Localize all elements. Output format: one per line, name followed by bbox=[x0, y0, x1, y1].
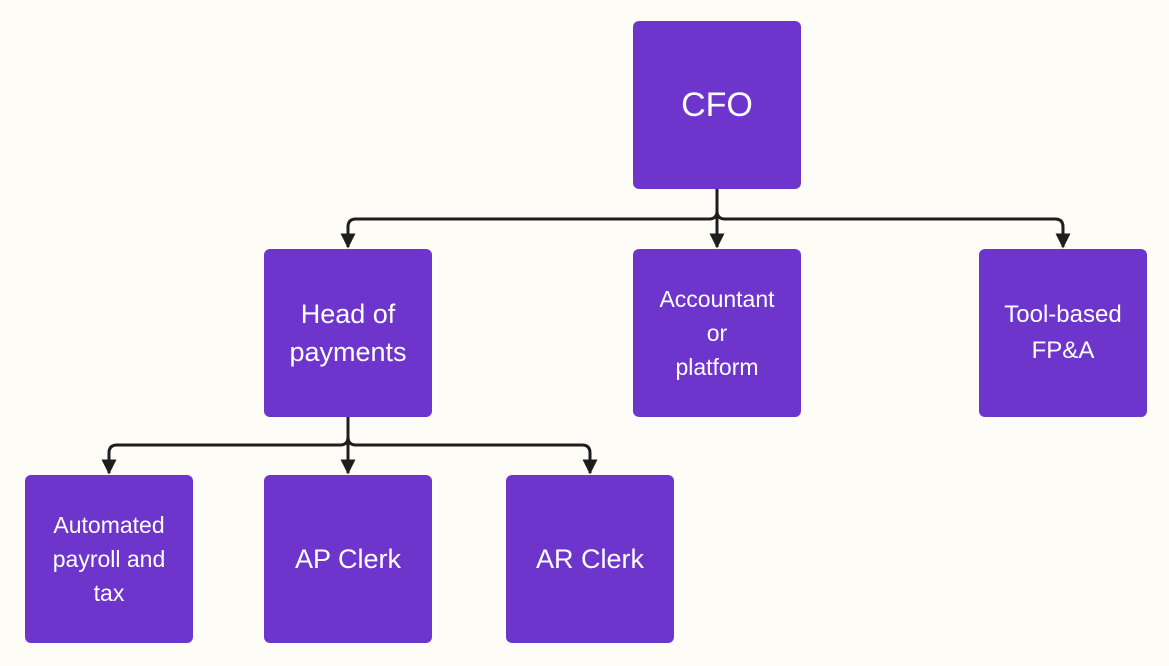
node-ar-clerk-label: AR Clerk bbox=[535, 544, 644, 574]
node-accountant-or-platform: Accountant or platform bbox=[633, 249, 801, 417]
node-cfo: CFO bbox=[633, 21, 801, 189]
node-tool-based-label: Tool-based FP&A bbox=[1004, 301, 1122, 364]
node-ar-clerk: AR Clerk bbox=[506, 475, 674, 643]
node-ap-clerk-label: AP Clerk bbox=[294, 544, 402, 574]
node-tool-based-fpa: Tool-based FP&A bbox=[979, 249, 1147, 417]
connector-cfo-head-of-payments bbox=[340, 189, 719, 249]
connector-head-ar-clerk bbox=[346, 417, 598, 475]
head-connectors bbox=[101, 417, 598, 475]
node-cfo-label: CFO bbox=[681, 86, 753, 124]
node-payroll-label: Automated payroll and tax bbox=[52, 512, 166, 606]
node-ap-clerk: AP Clerk bbox=[264, 475, 432, 643]
connector-head-payroll bbox=[101, 417, 350, 475]
node-accountant-label: Accountant or platform bbox=[659, 286, 775, 380]
node-automated-payroll-and-tax: Automated payroll and tax bbox=[25, 475, 193, 643]
connector-cfo-tool-based bbox=[715, 189, 1071, 249]
cfo-connectors bbox=[340, 189, 1071, 249]
node-head-of-payments-label: Head of payments bbox=[289, 299, 407, 367]
node-head-of-payments: Head of payments bbox=[264, 249, 432, 417]
